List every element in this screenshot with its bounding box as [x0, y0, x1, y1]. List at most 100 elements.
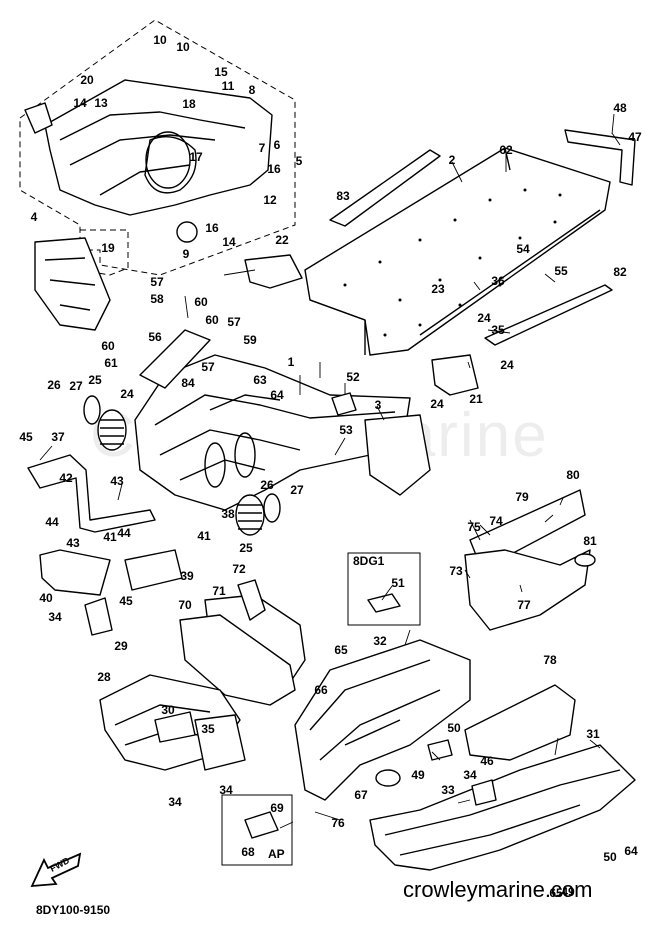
inset-variant-label: 8DG1: [353, 554, 385, 568]
callout-17: 17: [189, 150, 203, 164]
pad-51: [367, 593, 401, 613]
callout-78: 78: [543, 653, 557, 667]
callout-8: 8: [249, 83, 256, 97]
stay-4-detail: [44, 257, 96, 311]
callout-1: 1: [288, 355, 295, 369]
callout-20: 20: [80, 73, 94, 87]
hull-liner-32-detail: [309, 659, 441, 761]
callout-76: 76: [331, 816, 345, 830]
bracket-39: [124, 549, 183, 591]
cover-71: [237, 579, 266, 621]
plate-23: [244, 254, 303, 289]
callout-64: 64: [624, 844, 638, 858]
bracket-15: [24, 102, 53, 134]
clip-67: [244, 811, 279, 839]
bracket-40: [39, 549, 111, 596]
callout-47: 47: [628, 130, 642, 144]
callout-29: 29: [114, 639, 128, 653]
callout-45: 45: [119, 594, 133, 608]
callout-60: 60: [205, 313, 219, 327]
callout-33: 33: [441, 783, 455, 797]
callout-32: 32: [373, 634, 387, 648]
callout-19: 19: [101, 241, 115, 255]
grommet-26-right: [263, 493, 281, 523]
drawing-code: 8DY100-9150: [36, 903, 111, 917]
cover-69: [179, 614, 296, 706]
callout-28: 28: [97, 670, 111, 684]
callout-22: 22: [275, 233, 289, 247]
callout-35: 35: [201, 722, 215, 736]
callout-4: 4: [31, 210, 38, 224]
callout-37: 37: [51, 430, 65, 444]
callout-25: 25: [239, 541, 253, 555]
leader-lines: [39, 113, 621, 829]
callout-34: 34: [219, 783, 233, 797]
callout-3: 3: [375, 398, 382, 412]
callout-21: 21: [469, 392, 483, 406]
callout-24: 24: [120, 387, 134, 401]
callout-7: 7: [259, 141, 266, 155]
callout-80: 80: [566, 468, 580, 482]
bracket-47: [564, 129, 636, 186]
callout-75: 75: [467, 520, 481, 534]
callout-49: 49: [561, 885, 575, 899]
callout-50: 50: [603, 850, 617, 864]
grommet-26-left: [83, 395, 101, 425]
hull-liner-31: [369, 744, 636, 871]
website-link[interactable]: crowleymarine.com: [403, 877, 593, 902]
callout-14: 14: [73, 96, 87, 110]
plate-50: [427, 739, 453, 761]
callout-57: 57: [227, 315, 241, 329]
callout-49: 49: [411, 768, 425, 782]
callout-74: 74: [489, 514, 503, 528]
plate-30: [154, 711, 196, 743]
callout-67: 67: [354, 788, 368, 802]
callout-57: 57: [201, 360, 215, 374]
callout-35: 35: [491, 323, 505, 337]
callout-23: 23: [431, 282, 445, 296]
callout-48: 48: [613, 101, 627, 115]
callout-69: 69: [270, 801, 284, 815]
callout-16: 16: [267, 162, 281, 176]
callout-31: 31: [586, 727, 600, 741]
inset-ap-label: AP: [268, 847, 285, 861]
grommet-9: [176, 221, 198, 243]
callout-82: 82: [613, 265, 627, 279]
callout-34: 34: [48, 610, 62, 624]
frame-opening-right: [234, 432, 256, 478]
callout-54: 54: [516, 242, 530, 256]
callout-26: 26: [47, 378, 61, 392]
callout-64: 64: [270, 388, 284, 402]
callout-60: 60: [101, 339, 115, 353]
callout-59: 59: [243, 333, 257, 347]
callout-26: 26: [260, 478, 274, 492]
callout-24: 24: [477, 311, 491, 325]
callout-14: 14: [222, 235, 236, 249]
callout-81: 81: [583, 534, 597, 548]
callout-65: 65: [549, 886, 563, 900]
callout-55: 55: [554, 264, 568, 278]
callout-62: 62: [499, 143, 513, 157]
cover-35: [194, 714, 246, 771]
callout-83: 83: [336, 189, 350, 203]
callout-53: 53: [339, 423, 353, 437]
bracket-3: [364, 414, 431, 496]
callout-16: 16: [205, 221, 219, 235]
callout-34: 34: [168, 795, 182, 809]
callout-9: 9: [183, 247, 190, 261]
deck-plate-2-edge: [309, 147, 601, 355]
callout-11: 11: [222, 79, 235, 93]
upper-frame-opening: [145, 131, 191, 189]
callout-77: 77: [517, 598, 531, 612]
callout-39: 39: [180, 569, 194, 583]
callout-66: 66: [314, 683, 328, 697]
callout-25: 25: [88, 373, 102, 387]
bellows-25-left-rings: [100, 419, 124, 445]
engine-frame-1-detail: [154, 394, 396, 481]
hull-liner-32: [294, 639, 471, 801]
callout-57: 57: [150, 275, 164, 289]
upper-frame-part: [44, 79, 273, 216]
callout-50: 50: [447, 721, 461, 735]
